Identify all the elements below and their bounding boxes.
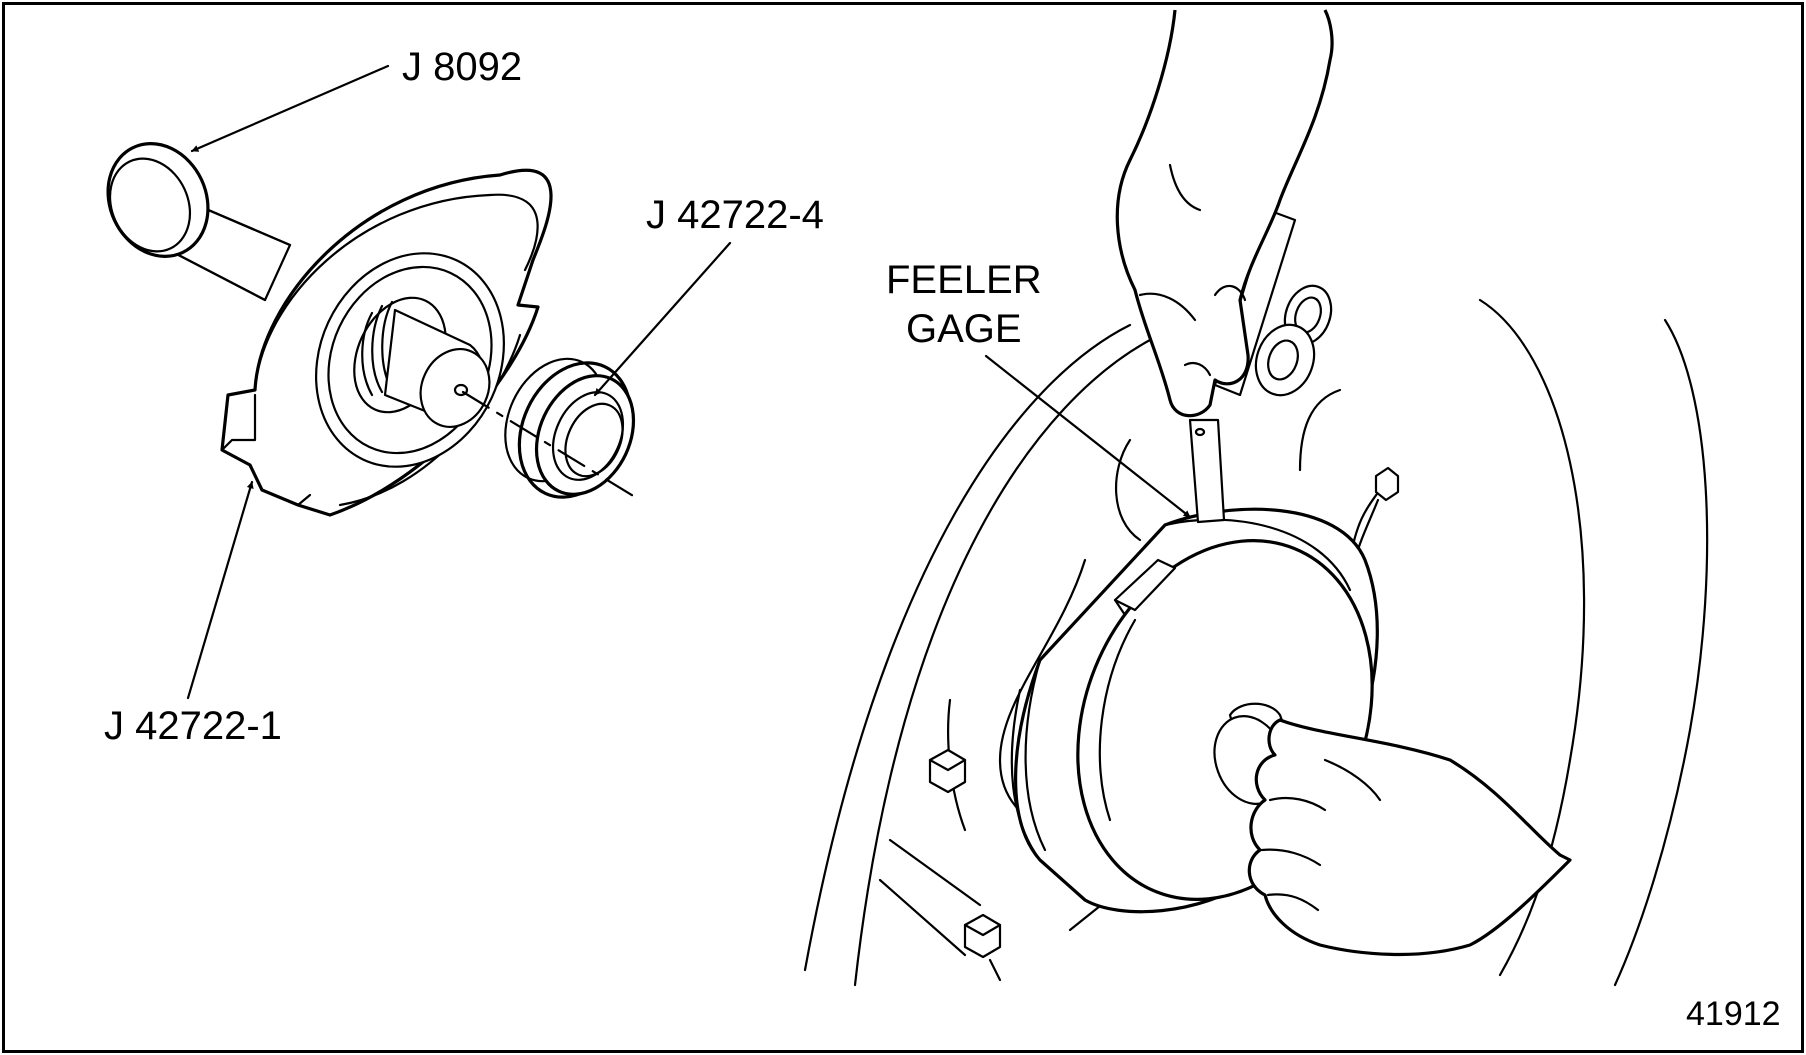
- lower-hand-gripping-tool: [1247, 718, 1572, 957]
- label-j42722-4: J 42722-4: [646, 193, 824, 237]
- label-feeler-line1: FEELER: [886, 258, 1042, 302]
- leader-j42722-1: [186, 480, 254, 700]
- label-feeler-line2: GAGE: [906, 307, 1022, 351]
- leader-j8092: [190, 64, 390, 153]
- leader-feeler-gage: [984, 354, 1192, 519]
- tool-j42722-1-plate: [220, 168, 553, 517]
- upper-hand-with-feeler-gage: [1115, 9, 1334, 524]
- leader-j42722-4: [593, 241, 732, 397]
- tool-j42722-4-seal: [504, 357, 636, 499]
- flywheel-housing: [803, 298, 1709, 987]
- label-j8092: J 8092: [402, 45, 523, 89]
- label-j42722-1: J 42722-1: [104, 704, 282, 748]
- tool-j8092-handle: [106, 142, 292, 302]
- housing-bolts: [928, 466, 1400, 982]
- tool-centerline: [461, 390, 642, 502]
- leader-lines: [186, 64, 1192, 700]
- figure-number: 41912: [1686, 995, 1781, 1033]
